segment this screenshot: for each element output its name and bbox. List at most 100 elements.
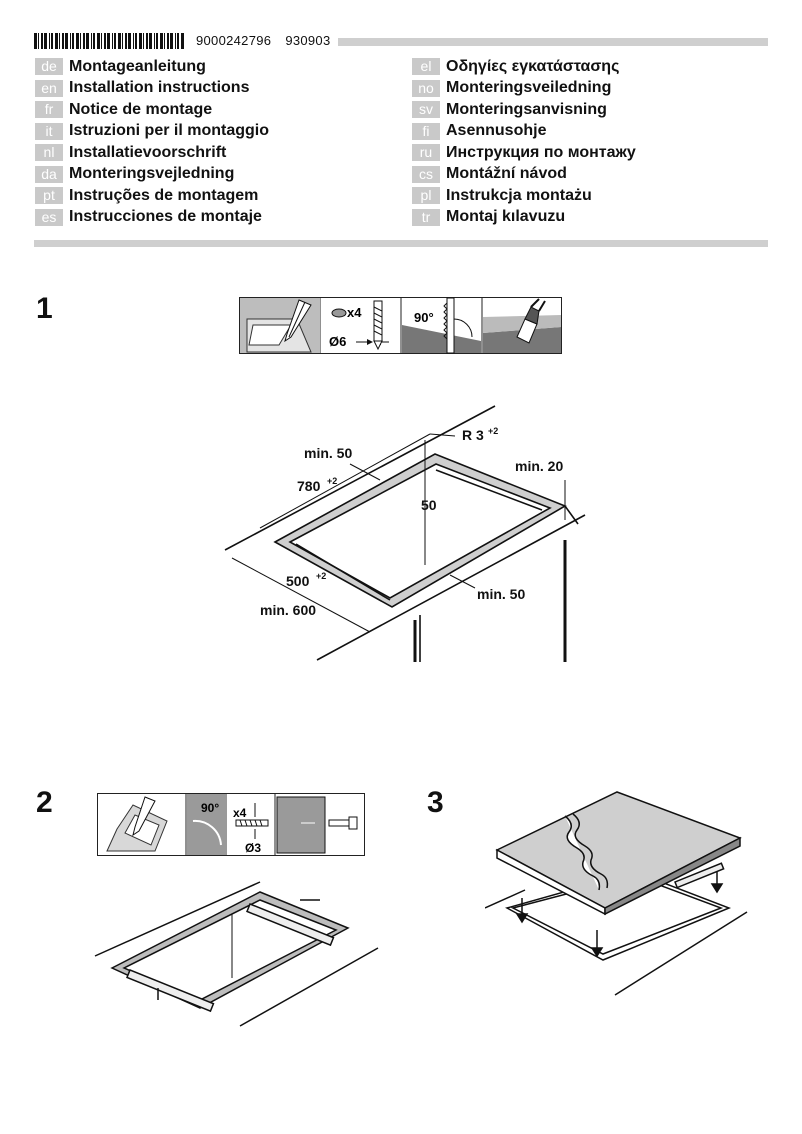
- lang-title: Инструкция по монтажу: [446, 143, 636, 161]
- dim-depth: 500: [286, 573, 310, 589]
- barcode-stripe: [83, 33, 85, 49]
- barcode-stripe: [114, 33, 116, 49]
- lang-code: nl: [35, 144, 63, 162]
- dim-depth50: 50: [421, 497, 437, 513]
- dim-width-tolerance: +2: [327, 476, 337, 486]
- barcode-stripe: [125, 33, 127, 49]
- lang-code: es: [35, 208, 63, 226]
- barcode-stripe: [143, 33, 144, 49]
- tool-count-label: x4: [347, 305, 362, 320]
- lang-code: cs: [412, 165, 440, 183]
- lang-title: Οδηγίες εγκατάστασης: [446, 57, 620, 75]
- dim-radius: R 3: [462, 427, 484, 443]
- dim-min20: min. 20: [515, 458, 563, 474]
- lang-code: no: [412, 79, 440, 97]
- step-number-3: 3: [427, 786, 444, 819]
- barcode-stripe: [55, 33, 58, 49]
- barcode-stripe: [91, 33, 92, 49]
- barcode-stripe: [156, 33, 158, 49]
- lang-code: da: [35, 165, 63, 183]
- lang-row: nl Installatievoorschrift: [35, 142, 269, 164]
- lang-code: fr: [35, 101, 63, 119]
- barcode-stripe: [41, 33, 43, 49]
- lang-title: Installation instructions: [69, 79, 250, 97]
- angle-label: 90°: [201, 801, 219, 815]
- lang-row: pl Instrukcja montażu: [412, 185, 636, 207]
- lang-title: Instrukcja montażu: [446, 186, 592, 204]
- barcode-stripe: [59, 33, 60, 49]
- barcode-stripe: [160, 33, 163, 49]
- barcode-stripe: [97, 33, 100, 49]
- tool-count-label: x4: [233, 806, 247, 820]
- lang-row: ru Инструкция по монтажу: [412, 142, 636, 164]
- pencil-icon: [240, 298, 320, 353]
- angle-label: 90°: [414, 310, 434, 325]
- lang-title: Monteringsanvisning: [446, 100, 607, 118]
- barcode-stripe: [167, 33, 169, 49]
- lang-title: Istruzioni per il montaggio: [69, 122, 269, 140]
- barcode-stripe: [107, 33, 110, 49]
- barcode-stripe: [86, 33, 89, 49]
- barcode-stripe: [135, 33, 137, 49]
- barcode-stripe: [164, 33, 165, 49]
- step-number-1: 1: [36, 292, 53, 325]
- barcode-stripe: [76, 33, 79, 49]
- lang-code: en: [35, 79, 63, 97]
- barcode-stripe: [72, 33, 74, 49]
- drill-bit-icon: 90° x4 Ø3: [187, 794, 269, 855]
- barcode-stripe: [177, 33, 179, 49]
- barcode-stripe: [112, 33, 113, 49]
- lang-code: fi: [412, 122, 440, 140]
- dim-width: 780: [297, 478, 321, 494]
- barcode-stripe: [170, 33, 173, 49]
- barcode: [34, 33, 184, 49]
- lang-title: Instrucciones de montaje: [69, 208, 262, 226]
- lang-code: sv: [412, 101, 440, 119]
- barcode-stripe: [51, 33, 53, 49]
- dim-min600: min. 600: [260, 602, 316, 618]
- drill-bit-icon: x4 Ø6: [329, 300, 389, 351]
- dim-radius-tolerance: +2: [488, 426, 498, 436]
- barcode-stripe: [133, 33, 134, 49]
- lang-code: ru: [412, 144, 440, 162]
- step3-hob-diagram: [485, 791, 748, 996]
- dim-depth-tolerance: +2: [316, 571, 326, 581]
- brush-icon: [483, 298, 561, 353]
- barcode-stripe: [49, 33, 50, 49]
- drill-size-label: Ø6: [329, 334, 346, 349]
- step1-cutout-diagram: min. 50 780 +2 R 3 +2 min. 20 50 500 +2 …: [224, 405, 586, 662]
- saw-angle-icon: 90°: [402, 297, 481, 354]
- lang-row: en Installation instructions: [35, 78, 269, 100]
- step1-tool-strip: x4 Ø6 90°: [239, 297, 562, 354]
- barcode-stripe: [149, 33, 152, 49]
- section-divider: [34, 240, 768, 247]
- barcode-stripe: [34, 33, 37, 49]
- lang-title: Installatievoorschrift: [69, 143, 227, 161]
- pencil-icon: [106, 796, 168, 852]
- barcode-stripe: [122, 33, 123, 49]
- lang-title: Instruções de montagem: [69, 186, 259, 204]
- barcode-stripe: [139, 33, 142, 49]
- lang-code: pl: [412, 187, 440, 205]
- step-number-2: 2: [36, 786, 53, 819]
- dim-min50-front: min. 50: [477, 586, 525, 602]
- lang-title: Monteringsveiledning: [446, 79, 612, 97]
- barcode-stripe: [38, 33, 39, 49]
- header-divider: [338, 38, 768, 46]
- lang-row: no Monteringsveiledning: [412, 78, 636, 100]
- drill-size-label: Ø3: [245, 841, 261, 855]
- lang-code: tr: [412, 208, 440, 226]
- lang-title: Montageanleitung: [69, 57, 206, 75]
